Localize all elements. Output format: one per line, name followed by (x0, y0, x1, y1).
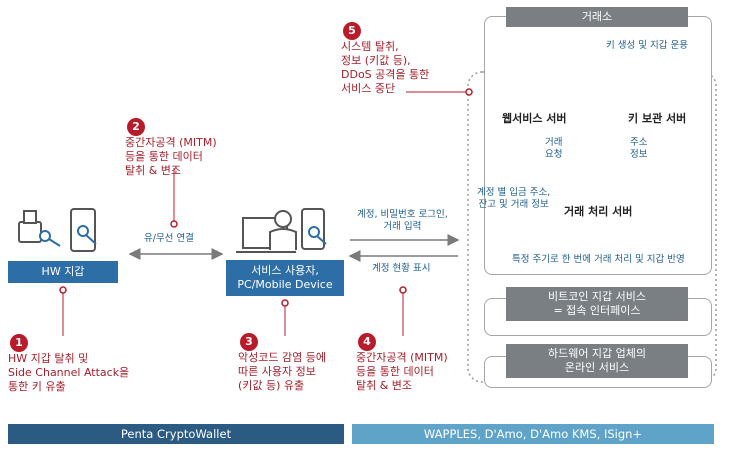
threat-3-text: 악성코드 감염 등에 따른 사용자 정보 (키값 등) 유출 (238, 351, 326, 392)
key-ops-note: 키 생성 및 지갑 운용 (606, 40, 688, 51)
hw-wallet-icon (18, 208, 97, 252)
exchange-panel (484, 16, 712, 275)
web-server-label: 웹서비스 서버 (502, 112, 567, 125)
account-info-label: 계정 별 입금 주소, 잔고 및 거래 정보 (477, 187, 551, 210)
threat-2-text: 중간자공격 (MITM) 등을 통한 데이터 탈취 & 변조 (125, 136, 217, 177)
wire-link-label: 유/무선 연결 (144, 233, 194, 244)
threat-1-text: HW 지갑 탈취 및 Side Channel Attack을 통한 키 유출 (8, 352, 130, 393)
user-device-box: 서비스 사용자, PC/Mobile Device (226, 260, 344, 296)
key-server-label: 키 보관 서버 (628, 112, 687, 125)
hw-wallet-box: HW 지갑 (8, 261, 118, 283)
threat-3-badge: 3 (240, 333, 258, 351)
periodic-note: 특정 주기로 한 번에 거래 처리 및 지갑 반영 (512, 254, 685, 265)
threat-1-badge: 1 (10, 334, 28, 352)
bitcoin-service-box: 비트코인 지갑 서비스 = 접속 인터페이스 (506, 287, 688, 321)
account-login-label: 계정, 비밀번호 로그인, 거래 입력 (357, 209, 448, 232)
tx-server-label: 거래 처리 서버 (564, 205, 633, 218)
hw-online-box: 하드웨어 지갑 업체의 온라인 서비스 (506, 344, 688, 378)
threat-5-text: 시스템 탈취, 정보 (키값 등), DDoS 공격을 통한 서비스 중단 (341, 40, 430, 95)
footer-right-bar: WAPPLES, D'Amo, D'Amo KMS, ISign+ (352, 424, 714, 444)
tx-request-label: 거래 요청 (545, 137, 563, 160)
footer-left-bar: Penta CryptoWallet (8, 424, 344, 444)
exchange-title: 거래소 (506, 7, 688, 27)
threat-2-badge: 2 (127, 118, 145, 136)
threat-4-text: 중간자공격 (MITM) 등을 통한 데이터 탈취 & 변조 (356, 351, 448, 392)
key-info-label: 주소 정보 (630, 137, 648, 160)
threat-5-badge: 5 (343, 22, 361, 40)
user-device-icon (236, 208, 327, 253)
threat-4-badge: 4 (358, 333, 376, 351)
account-status-label: 계정 현황 표시 (372, 263, 431, 274)
